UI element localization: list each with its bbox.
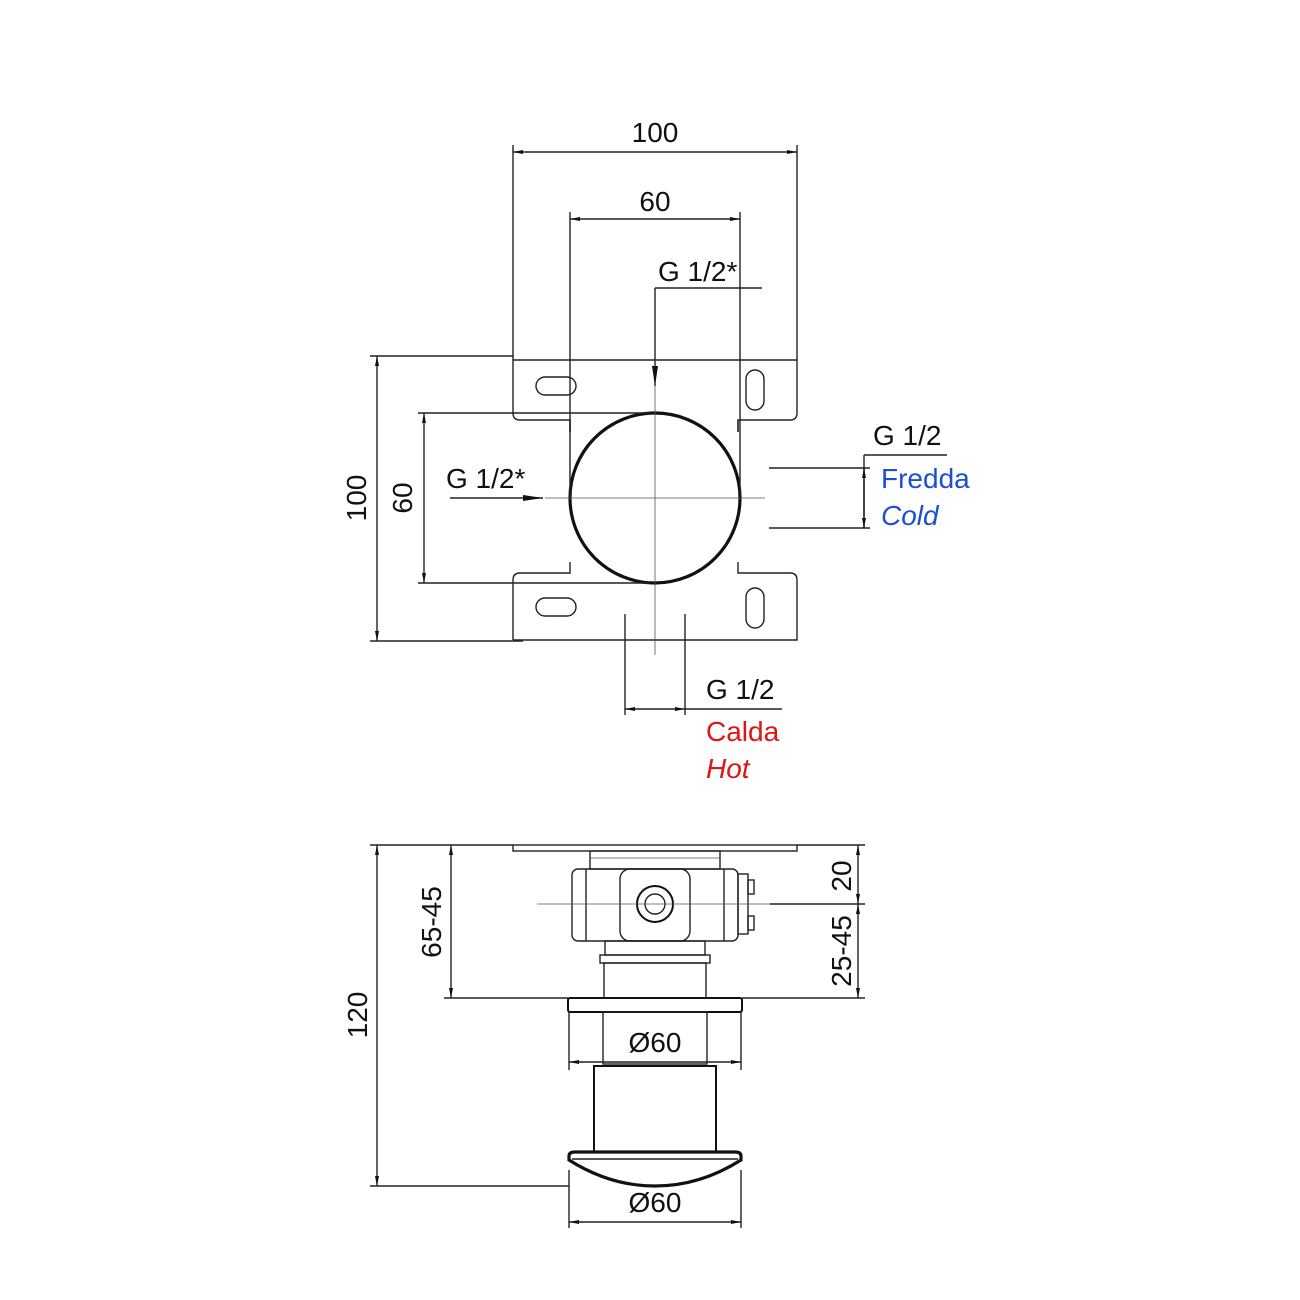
- mount-slot: [535, 376, 577, 396]
- dim-label: 100: [341, 475, 372, 522]
- dim-label: 100: [632, 117, 679, 148]
- mount-slot: [745, 587, 765, 629]
- mount-slot: [745, 369, 765, 411]
- mount-slot: [535, 597, 577, 617]
- dim-label: 65-45: [416, 886, 447, 958]
- hot-thread-label: G 1/2: [706, 674, 774, 705]
- inlet-top: G 1/2*: [652, 256, 762, 386]
- hot-label-en: Hot: [706, 753, 751, 784]
- dim-65-45: 65-45: [416, 844, 568, 999]
- dim-label: 60: [639, 186, 670, 217]
- inlet-label: G 1/2*: [446, 463, 525, 494]
- dim-120: 120: [342, 844, 569, 1187]
- rosette-plate: [567, 997, 743, 1013]
- dim-label: Ø60: [629, 1027, 682, 1058]
- dim-25-45: 25-45: [742, 904, 865, 999]
- dim-diameter-knob: Ø60: [568, 1170, 742, 1228]
- side-view: 65-45 120 20 25-45 Ø60: [342, 844, 865, 1228]
- dim-diameter-plate: Ø60: [568, 1012, 742, 1070]
- stem: [599, 940, 711, 999]
- valve-body-side: [571, 868, 755, 942]
- hot-label: Calda: [706, 716, 780, 747]
- inlet-label: G 1/2*: [658, 256, 737, 287]
- inlet-left: G 1/2*: [446, 463, 543, 501]
- top-view: 100 60 G 1/2* 100 60: [341, 117, 970, 784]
- dim-label: 120: [342, 992, 373, 1039]
- dim-height-outer: 100: [341, 355, 523, 642]
- dim-height-inner: 60: [387, 412, 650, 584]
- knob-cap: [567, 1150, 743, 1188]
- dim-label: 20: [826, 860, 857, 891]
- cold-connection: G 1/2 Fredda Cold: [769, 420, 970, 531]
- dim-label: 60: [387, 482, 418, 513]
- cold-label: Fredda: [881, 463, 970, 494]
- dim-label: Ø60: [629, 1187, 682, 1218]
- cold-thread-label: G 1/2: [873, 420, 941, 451]
- knob-body: [593, 1065, 717, 1153]
- hot-connection: G 1/2 Calda Hot: [624, 614, 782, 784]
- dim-label: 25-45: [826, 915, 857, 987]
- cold-label-en: Cold: [881, 500, 940, 531]
- wall-plate: [512, 844, 798, 852]
- body-neck: [589, 850, 721, 870]
- dim-20: 20: [770, 844, 865, 905]
- dim-width-outer: 100: [512, 117, 798, 360]
- cartridge-neck: [602, 1011, 708, 1065]
- dim-width-inner: 60: [569, 186, 741, 500]
